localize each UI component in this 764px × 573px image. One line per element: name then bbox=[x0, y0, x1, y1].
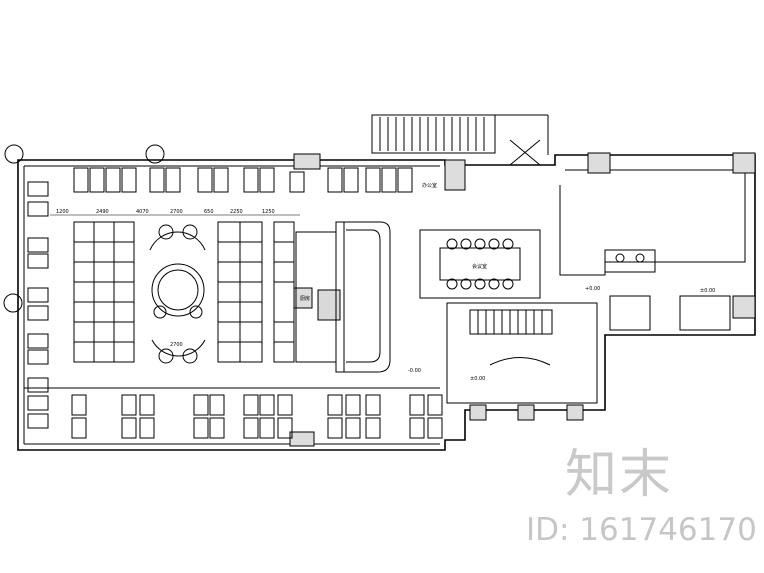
table-grid-left bbox=[73, 221, 135, 363]
kitchen bbox=[295, 231, 337, 363]
dimension-label: 650 bbox=[204, 209, 214, 215]
inner-wall bbox=[23, 165, 440, 445]
room-label-office: 办公室 bbox=[422, 182, 437, 189]
column bbox=[444, 159, 466, 191]
round-tables bbox=[149, 224, 206, 364]
room-label-meeting: 会议室 bbox=[472, 263, 487, 270]
level-mark: +0.00 bbox=[585, 286, 600, 292]
watermark-id: ID: 161746170 bbox=[526, 512, 757, 548]
column bbox=[732, 295, 756, 319]
restroom-area bbox=[604, 249, 731, 331]
watermark-brand: 知末 bbox=[565, 445, 674, 505]
bar-counter bbox=[335, 221, 391, 373]
stair-treads-top bbox=[379, 117, 485, 151]
room-label-kitchen: 厨房 bbox=[300, 295, 310, 302]
table-grid-middle bbox=[217, 221, 295, 363]
booth-row-bottom bbox=[71, 394, 443, 439]
round-column bbox=[4, 144, 24, 164]
level-mark: ±0.00 bbox=[470, 376, 485, 382]
column bbox=[566, 404, 584, 421]
dimension-label: 2700 bbox=[170, 342, 183, 348]
right-room-wall bbox=[559, 169, 746, 276]
dimension-label: 2700 bbox=[170, 209, 183, 215]
column bbox=[587, 152, 611, 174]
level-mark: -0.00 bbox=[408, 368, 421, 374]
door-swing bbox=[509, 139, 541, 166]
dimension-label: 4070 bbox=[136, 209, 149, 215]
round-column bbox=[3, 293, 23, 313]
dimension-label: 2250 bbox=[230, 209, 243, 215]
column bbox=[293, 153, 321, 170]
column bbox=[289, 431, 315, 447]
column bbox=[517, 404, 535, 421]
dimension-label: 1200 bbox=[56, 209, 69, 215]
dimension-label: 2490 bbox=[96, 209, 109, 215]
central-stair bbox=[446, 302, 598, 404]
column bbox=[732, 152, 756, 174]
dimension-label: 1250 bbox=[262, 209, 275, 215]
stair-top bbox=[371, 114, 496, 154]
meeting-room bbox=[419, 229, 541, 299]
booth-row-top bbox=[73, 167, 413, 193]
round-column bbox=[145, 144, 165, 164]
level-mark: ±0.00 bbox=[700, 288, 715, 294]
booth-column-left bbox=[27, 181, 49, 429]
column bbox=[469, 404, 487, 421]
outer-wall bbox=[17, 154, 756, 451]
